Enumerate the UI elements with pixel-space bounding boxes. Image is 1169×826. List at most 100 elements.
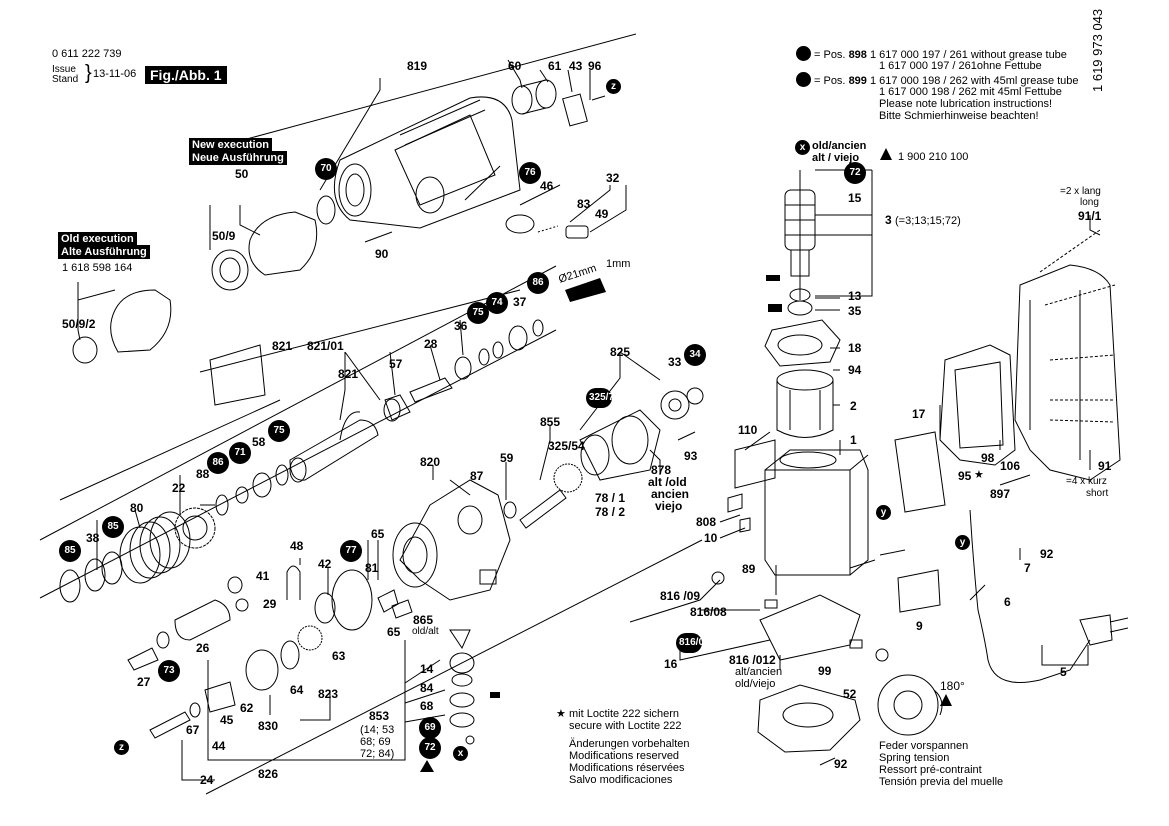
circled-label-85a: 85 [102, 516, 124, 538]
part-label-43: 43 [569, 59, 583, 73]
motor-housing-drawing [764, 449, 869, 576]
part-label-3-sub: (=3;13;15;72) [895, 215, 961, 227]
part-label-110: 110 [738, 423, 758, 437]
part-label-89: 89 [742, 562, 756, 576]
legend-line-3: = Pos. 899 1 617 000 198 / 262 with 45ml… [796, 72, 1079, 87]
part-label-81: 81 [365, 561, 379, 575]
old-part-number: 1 618 598 164 [62, 262, 133, 274]
part-label-821b: 821 [338, 367, 359, 381]
part-label-853-sub3: 72; 84) [360, 748, 395, 760]
legend-line-1: = Pos. 898 1 617 000 197 / 261 without g… [796, 46, 1067, 61]
brace: } [85, 62, 92, 84]
part-label-106: 106 [1000, 459, 1021, 473]
circled-label-75a: 75 [467, 302, 489, 324]
part-label-78-2: 78 / 2 [595, 505, 626, 519]
figure-title: Fig./Abb. 1 [145, 66, 227, 84]
marker-z-bottom: z [114, 740, 129, 755]
part-label-865: 865 [413, 613, 434, 627]
part-label-29: 29 [263, 597, 277, 611]
circled-label-73: 73 [158, 660, 180, 682]
part-label-853-sub1: (14; 53 [360, 724, 395, 736]
part-label-830: 830 [258, 719, 279, 733]
part-label-897: 897 [990, 487, 1011, 501]
gearbox-housing-drawing [392, 479, 511, 601]
circled-label-34: 34 [684, 344, 706, 366]
screw-long-suffix: long [1080, 197, 1099, 208]
part-label-50-9: 50/9 [212, 229, 236, 243]
part-label-13: 13 [848, 289, 862, 303]
part-label-62: 62 [240, 701, 254, 715]
doc-number: 0 611 222 739 [52, 48, 122, 60]
part-label-853-sub2: 68; 69 [360, 736, 391, 748]
part-label-816-08: 816/08 [690, 605, 727, 619]
part-label-50: 50 [235, 167, 249, 181]
part-label-80: 80 [130, 501, 144, 515]
part-label-865-sub: old/alt [412, 626, 439, 637]
part-label-61: 61 [548, 59, 562, 73]
part-label-821-01: 821/01 [307, 339, 344, 353]
changes-note-line1: Änderungen vorbehalten [569, 738, 690, 750]
part-label-26: 26 [196, 641, 210, 655]
part-label-878-alt: alt /old [648, 475, 687, 489]
circled-label-76: 76 [519, 162, 541, 184]
legend-line-4: 1 617 000 198 / 262 mit 45ml Fettube [879, 86, 1062, 98]
part-label-15: 15 [848, 191, 862, 205]
marker-z-top: z [606, 79, 621, 94]
spring-drawing [119, 511, 191, 584]
part-label-92b: 92 [834, 757, 848, 771]
marker-y-motor: y [876, 505, 891, 520]
part-label-78-1: 78 / 1 [595, 491, 626, 505]
part-label-18: 18 [848, 341, 862, 355]
grease-dot-icon [796, 46, 811, 61]
part-label-22: 22 [172, 481, 186, 495]
part-label-820: 820 [420, 455, 441, 469]
part-label-808: 808 [696, 515, 717, 529]
part-label-96: 96 [588, 59, 602, 73]
part-label-67: 67 [186, 723, 200, 737]
part-label-57: 57 [389, 357, 403, 371]
part-label-17: 17 [912, 407, 926, 421]
changes-note-line4: Salvo modificaciones [569, 774, 673, 786]
loctite-note-line2: secure with Loctite 222 [569, 720, 682, 732]
spring-angle: 180° [940, 679, 965, 693]
loctite-note-line1: mit Loctite 222 sichern [569, 708, 680, 720]
issue-label: Issue [52, 64, 76, 75]
part-label-87: 87 [470, 469, 484, 483]
part-label-853: 853 [369, 709, 390, 723]
part-label-41: 41 [256, 569, 270, 583]
spring-note-line1: Feder vorspannen [879, 740, 969, 752]
circled-label-69: 69 [419, 717, 441, 739]
part-label-36: 36 [454, 319, 468, 333]
screw-short-label: =4 x kurz [1066, 476, 1107, 487]
legend-line-2: 1 617 000 197 / 261ohne Fettube [879, 60, 1042, 72]
circled-label-325-79: 325/79 [586, 388, 620, 408]
part-label-92: 92 [1040, 547, 1054, 561]
hammer-housing-drawing [333, 96, 521, 229]
part-label-83: 83 [577, 197, 591, 211]
spring-note-line4: Tensión previa del muelle [879, 776, 1004, 788]
part-label-27: 27 [137, 675, 151, 689]
part-label-42: 42 [318, 557, 332, 571]
new-execution-label: New execution [189, 138, 273, 152]
part-label-16: 16 [664, 657, 678, 671]
part-number-vertical: 1 619 973 043 [1090, 8, 1105, 92]
part-label-99: 99 [818, 664, 832, 678]
circled-label-71: 71 [229, 442, 251, 464]
old-execution-label-de: Alte Ausführung [58, 245, 150, 259]
part-label-65: 65 [371, 527, 385, 541]
part-label-878-ancien: ancien [651, 487, 690, 501]
part-label-2: 2 [850, 399, 857, 413]
part-label-37: 37 [513, 295, 527, 309]
circled-label-816-010: 816/010 [676, 633, 715, 653]
stand-label: Stand [52, 74, 79, 85]
circled-label-74: 74 [486, 292, 508, 314]
circled-label-75b: 75 [268, 420, 290, 442]
part-label-49: 49 [595, 207, 609, 221]
changes-note-line2: Modifications reserved [569, 750, 680, 762]
part-label-878-viejo: viejo [655, 499, 683, 513]
grease-dot-icon [796, 72, 811, 87]
part-label-825: 825 [610, 345, 631, 359]
part-label-52: 52 [843, 687, 857, 701]
